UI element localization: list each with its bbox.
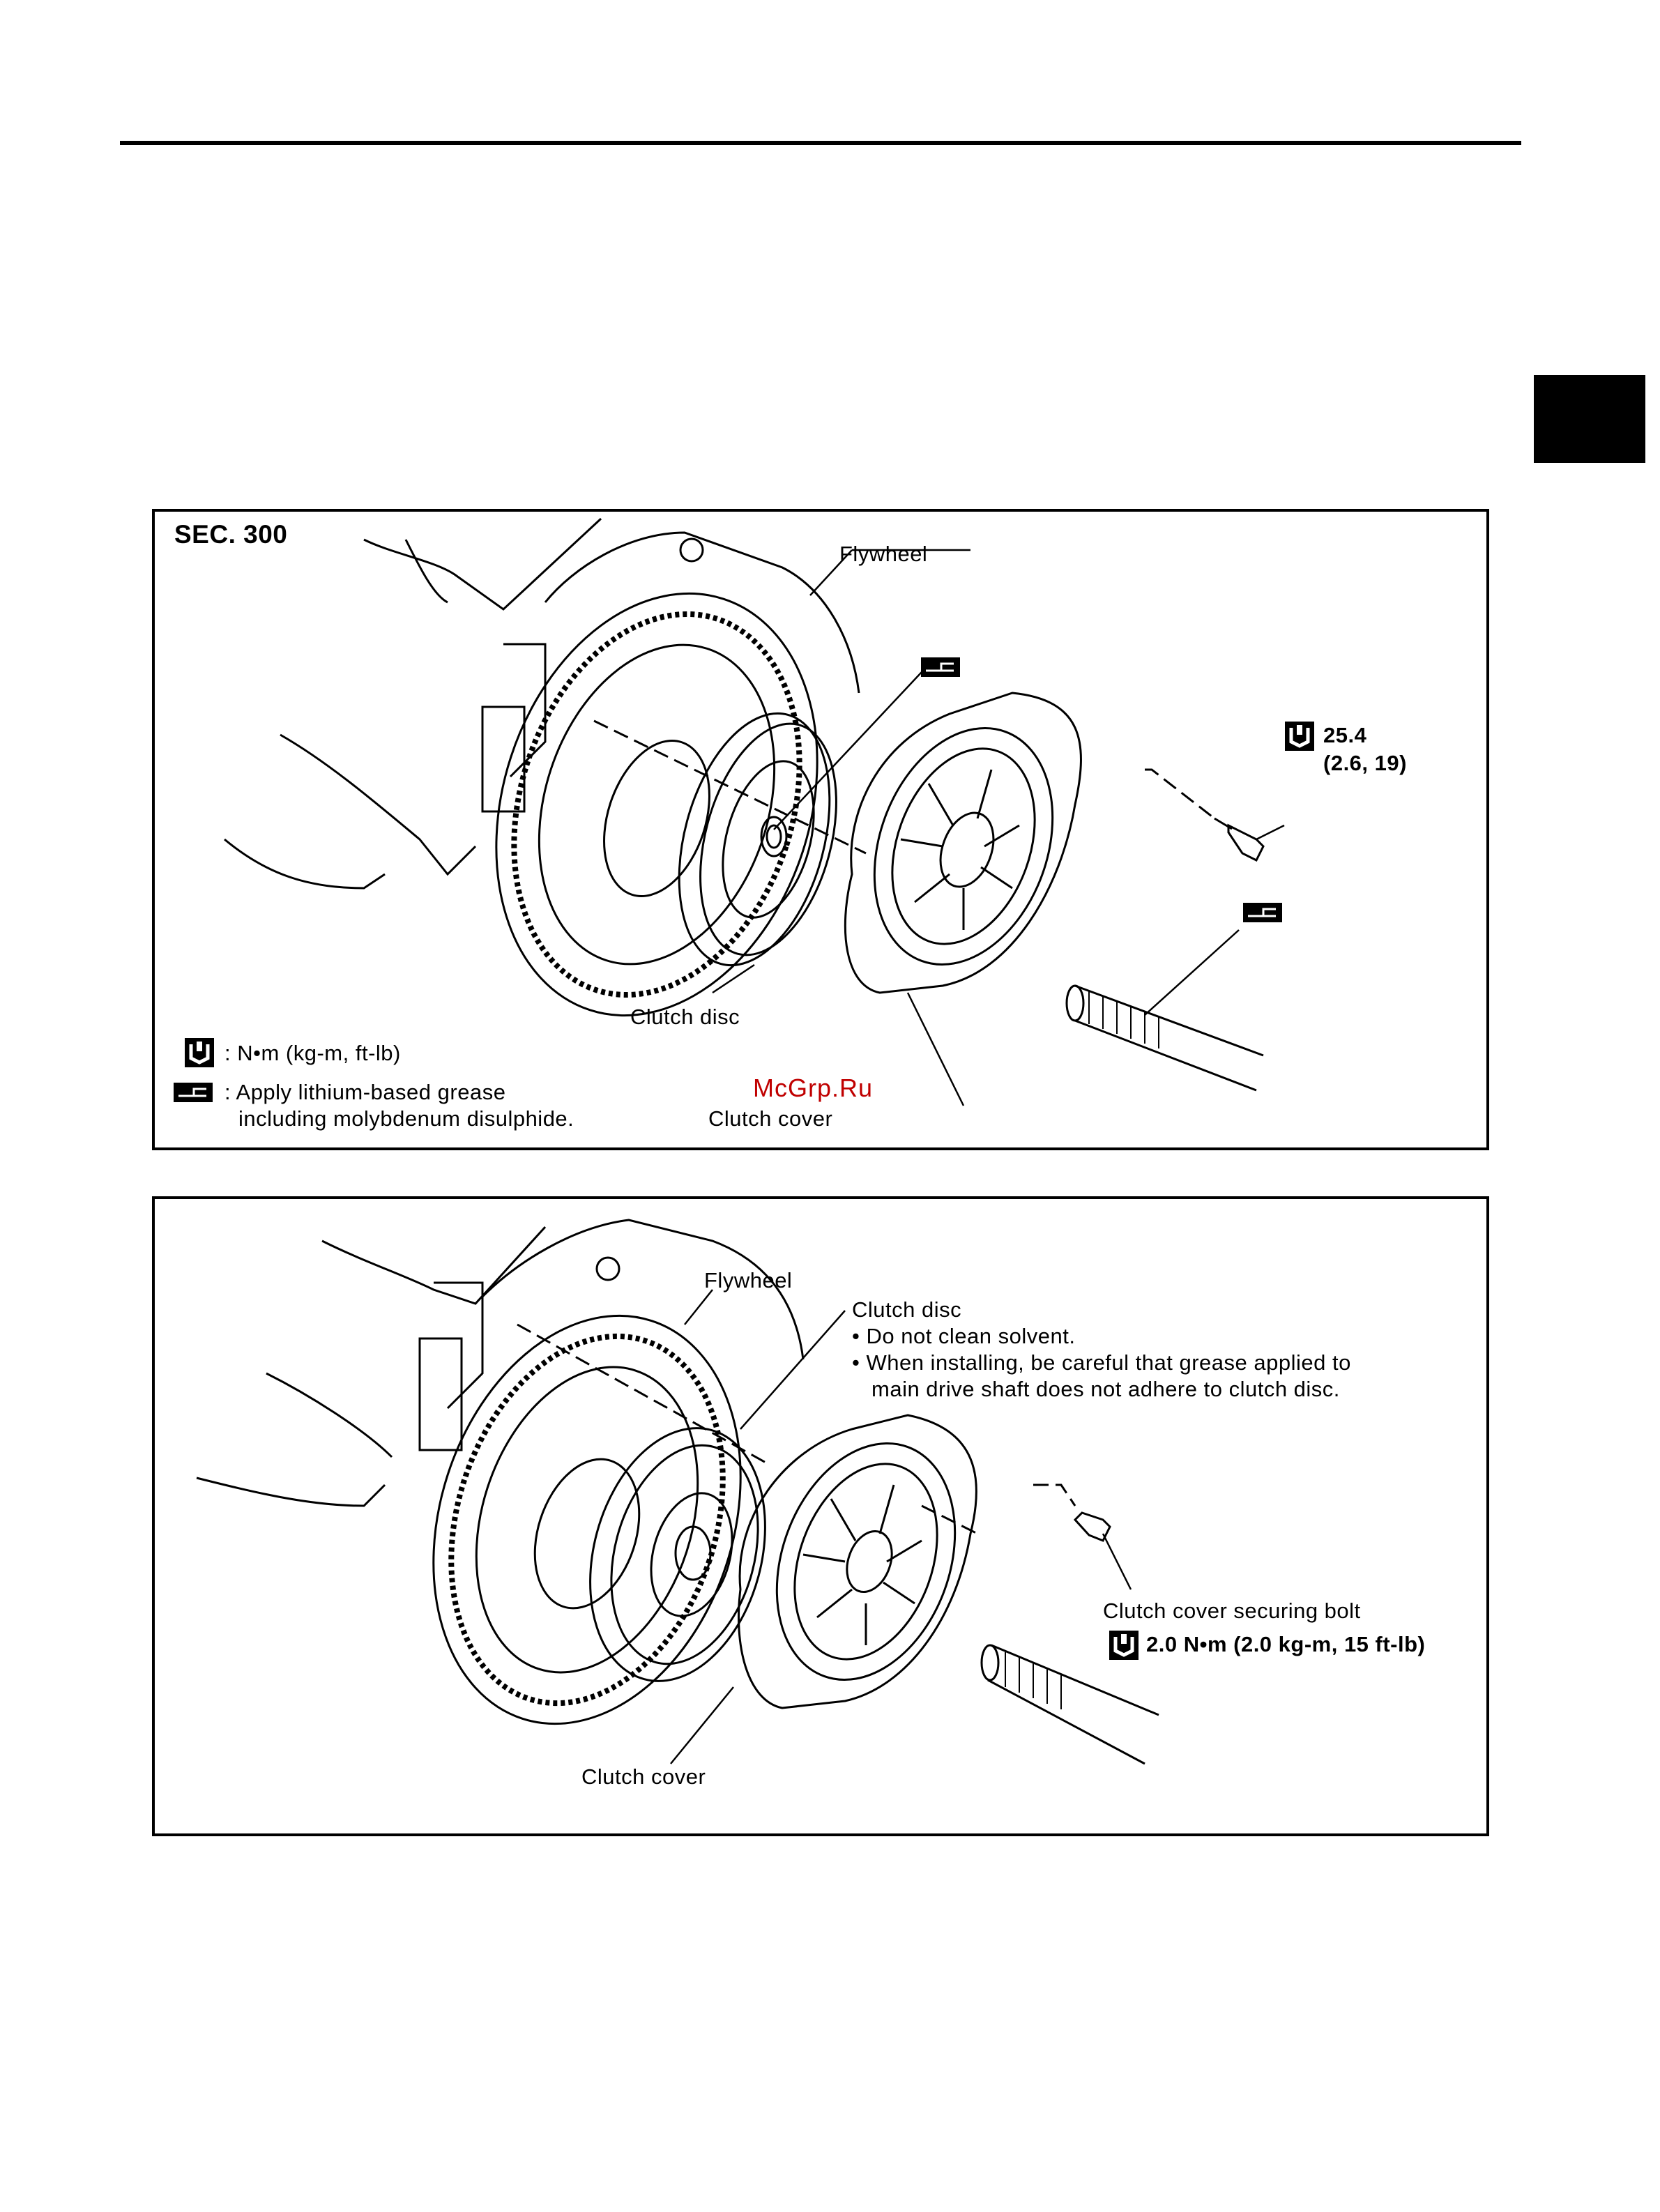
housing-outline: [544, 531, 860, 694]
clutch-disc-shape: [589, 1427, 766, 1682]
alignment-line: [517, 1323, 1076, 1535]
clutch-exploded-drawing-2: [196, 1219, 1159, 1765]
label-clutch-cover: Clutch cover: [708, 1106, 833, 1131]
diagram-panel-exploded-install: Flywheel Clutch disc • Do not clean solv…: [152, 1196, 1489, 1836]
engine-outline: [321, 1226, 547, 1305]
watermark: McGrp.Ru: [753, 1074, 874, 1102]
label-bolt: Clutch cover securing bolt: [1103, 1599, 1361, 1623]
clutch-exploded-drawing-1: [224, 517, 1285, 1106]
torque-wrench-icon: [1285, 722, 1314, 751]
grease-icon: [1243, 903, 1282, 922]
leader-flywheel: [809, 549, 970, 596]
label-note-grease-cont: main drive shaft does not adhere to clut…: [871, 1377, 1340, 1401]
leader-grease-hub: [773, 671, 922, 830]
drive-shaft-shape: [987, 1644, 1159, 1765]
engine-outline: [363, 517, 602, 611]
leader-clutch-disc: [740, 1310, 846, 1430]
torque-wrench-icon: [185, 1038, 214, 1067]
leader-bolt: [1102, 1533, 1132, 1590]
housing-outline: [481, 1219, 805, 1360]
label-flywheel: Flywheel: [704, 1268, 793, 1292]
label-torque-value: 25.4: [1323, 723, 1367, 747]
leader-grease-shaft: [1144, 929, 1240, 1016]
clutch-cover-shape: [738, 1414, 977, 1709]
section-tab: [1534, 375, 1645, 463]
alignment-line: [593, 719, 1215, 855]
legend-grease-line2: including molybdenum disulphide.: [238, 1106, 574, 1131]
leader-clutch-cover: [670, 1686, 734, 1764]
label-torque-alt: (2.6, 19): [1323, 751, 1407, 775]
leader-clutch-disc: [712, 963, 755, 994]
header-rule: [120, 141, 1521, 145]
label-note-grease: • When installing, be careful that greas…: [852, 1350, 1351, 1375]
grease-icon: [921, 657, 960, 677]
flywheel-shape: [495, 592, 818, 1017]
drive-shaft-shape: [1074, 984, 1264, 1092]
flywheel-shape: [432, 1314, 742, 1725]
diagram-panel-exploded-grease: SEC. 300 Flywheel 25.4 (2.6, 19) Clutch …: [152, 509, 1489, 1150]
leader-flywheel: [684, 1289, 713, 1325]
label-note-solvent: • Do not clean solvent.: [852, 1324, 1076, 1348]
label-clutch-cover: Clutch cover: [581, 1764, 706, 1789]
label-clutch-disc: Clutch disc: [852, 1297, 962, 1322]
clutch-disc-shape: [678, 712, 831, 967]
torque-wrench-icon: [1109, 1631, 1139, 1660]
bolt-shape: [1073, 1511, 1111, 1542]
legend-torque-unit: : N•m (kg-m, ft-lb): [224, 1041, 401, 1065]
bolt-shape: [1227, 823, 1265, 862]
leader-bolt: [1256, 824, 1285, 841]
clutch-cover-shape: [844, 692, 1082, 994]
label-clutch-disc: Clutch disc: [630, 1005, 740, 1029]
label-flywheel: Flywheel: [839, 542, 928, 566]
section-number: SEC. 300: [174, 520, 288, 549]
legend-grease-line1: : Apply lithium-based grease: [224, 1080, 506, 1104]
leader-clutch-cover: [906, 992, 965, 1106]
grease-icon: [174, 1083, 213, 1102]
label-bolt-torque: 2.0 N•m (2.0 kg-m, 15 ft-lb): [1146, 1632, 1426, 1656]
